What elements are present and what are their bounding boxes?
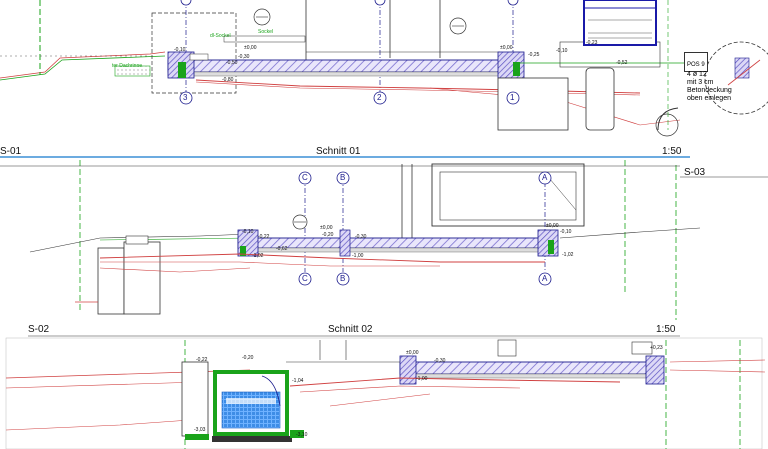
level-mark: -0,52 xyxy=(616,60,628,66)
axis-bubbles-mid xyxy=(298,171,552,286)
level-mark: -0,25 xyxy=(528,52,540,58)
axis-label-a-top: A xyxy=(542,173,548,182)
level-mark: -0,30 xyxy=(434,358,446,364)
pos-9-tag: POS 9 xyxy=(684,52,708,72)
section-id-s03[interactable]: S-03 xyxy=(684,167,706,178)
axis-label-c-top: C xyxy=(302,173,308,182)
pos-note-line-1: 4 ø 12 xyxy=(687,71,707,78)
section-s02-drawing xyxy=(29,160,701,320)
level-mark: -0,80 xyxy=(222,77,234,83)
section-scale-s01: 1:50 xyxy=(662,146,682,157)
pos-note-line-4: oben einlegen xyxy=(687,95,731,102)
section-title-s01[interactable]: Schnitt 01 xyxy=(316,146,361,157)
section-id-s01[interactable]: S-01 xyxy=(0,146,22,157)
level-mark: -0,50 xyxy=(226,60,238,66)
level-mark: ±0,00 xyxy=(546,223,559,229)
pos-9-tag-text: POS 9 xyxy=(687,62,705,68)
level-mark: -1,00 xyxy=(416,376,428,382)
level-mark: -1,02 xyxy=(252,253,264,259)
axis-label-a-bottom: A xyxy=(542,274,548,283)
level-mark: -0,10 xyxy=(242,229,254,235)
level-mark: -1,00 xyxy=(352,253,364,259)
section-id-s02[interactable]: S-02 xyxy=(28,324,50,335)
level-mark: -0,23 xyxy=(586,40,598,46)
pos-note-line-2: mit 3 cm xyxy=(687,79,714,86)
axis-label-1: 1 xyxy=(510,93,515,102)
level-mark: ±0,00 xyxy=(406,350,419,356)
level-mark: -0,22 xyxy=(258,234,270,240)
level-mark: -0,10 xyxy=(560,229,572,235)
callout-sockel: Sockel xyxy=(258,29,274,35)
level-mark: -0,20 xyxy=(242,355,254,361)
axis-label-2: 2 xyxy=(377,93,382,102)
level-mark: -3,03 xyxy=(194,427,206,433)
level-mark: -1,02 xyxy=(562,252,574,258)
section-s01-drawing xyxy=(0,0,768,158)
level-mark: -3,10 xyxy=(296,432,308,438)
axis-label-c-bottom: C xyxy=(302,274,308,283)
axis-label-b-top: B xyxy=(340,173,346,182)
level-mark: -0,62 xyxy=(276,246,288,252)
level-mark: ±0,00 xyxy=(500,45,513,51)
axis-bubbles-top xyxy=(179,0,520,105)
level-mark: +0,23 xyxy=(650,345,663,351)
level-mark: -0,10 xyxy=(174,47,186,53)
callout-dl-sockel: dl-Sockel xyxy=(210,33,231,39)
axis-label-3: 3 xyxy=(183,93,188,102)
level-mark: ±0,00 xyxy=(320,225,333,231)
level-mark: -0,20 xyxy=(322,232,334,238)
level-mark: -0,10 xyxy=(556,48,568,54)
callout-dachrinne: ter Dachrinne xyxy=(112,63,143,69)
axis-label-b-bottom: B xyxy=(340,274,346,283)
level-mark: -0,30 xyxy=(238,54,250,60)
level-mark: -0,22 xyxy=(196,357,208,363)
level-mark: -1,04 xyxy=(292,378,304,384)
section-title-s02[interactable]: Schnitt 02 xyxy=(328,324,373,335)
level-mark: ±0,00 xyxy=(244,45,257,51)
section-s02-lower-drawing xyxy=(5,337,766,449)
section-scale-s02: 1:50 xyxy=(656,324,676,335)
pos-note-line-3: Betondeckung xyxy=(687,87,732,94)
level-mark: -0,30 xyxy=(355,234,367,240)
